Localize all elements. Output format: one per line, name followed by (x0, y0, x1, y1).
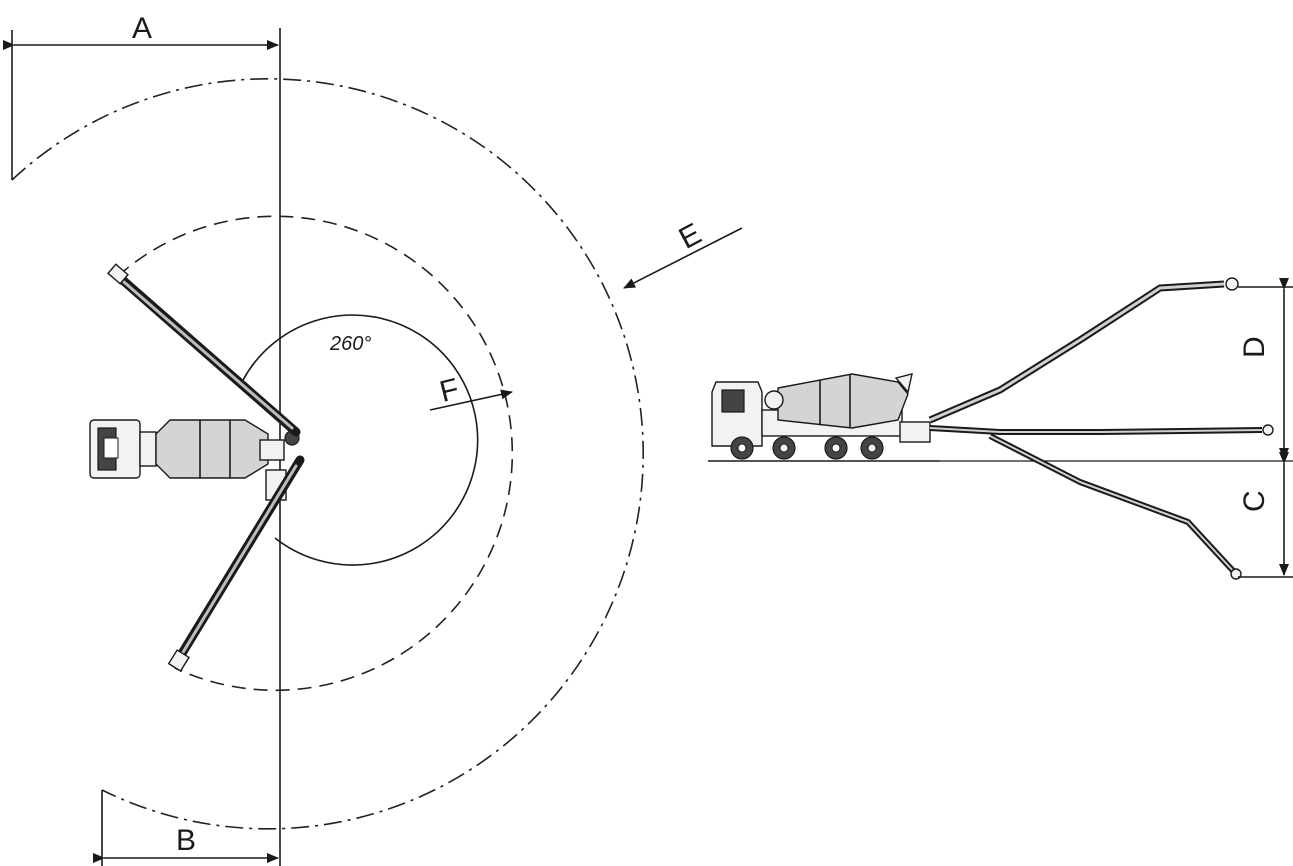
dimension-b-label: B (176, 824, 196, 857)
boom-raised-side (928, 277, 1239, 424)
boom-horizontal-side (929, 424, 1274, 436)
cab-back (139, 431, 157, 467)
label-f: F (436, 372, 462, 408)
boom-lowered-side (988, 433, 1242, 580)
raised-boom-tip (1225, 277, 1239, 291)
slew-angle-label: 260° (329, 333, 371, 355)
leader-e (623, 227, 743, 289)
mixer-drum-side (777, 373, 909, 429)
slew-angle-arc (242, 314, 479, 566)
outer-reach-arc (11, 78, 644, 830)
side-view: D C (708, 277, 1293, 580)
upper-boom-top-view (107, 263, 301, 437)
hopper-top (259, 439, 285, 461)
horizontal-boom-tip (1262, 424, 1274, 436)
leader-f (429, 389, 513, 411)
pump-unit (899, 421, 931, 443)
water-tank (764, 390, 784, 410)
discharge-chute (894, 373, 913, 394)
mixer-drum-top (155, 419, 269, 479)
upper-boom-tip (107, 263, 129, 285)
top-view: 260° A B E F (3, 12, 743, 866)
truck-side-view (711, 373, 931, 460)
inner-reach-arc (117, 215, 514, 692)
dimension-d-label: D (1238, 336, 1271, 358)
lower-boom-top-view (167, 455, 305, 672)
dimension-c-label: C (1238, 490, 1271, 512)
cab-roof-hatch (103, 437, 119, 459)
lower-boom-tip (167, 649, 190, 672)
cab-window-side (721, 389, 745, 413)
dimension-a-label: A (132, 12, 152, 45)
truck-top-view (89, 419, 300, 501)
label-e: E (674, 217, 707, 256)
